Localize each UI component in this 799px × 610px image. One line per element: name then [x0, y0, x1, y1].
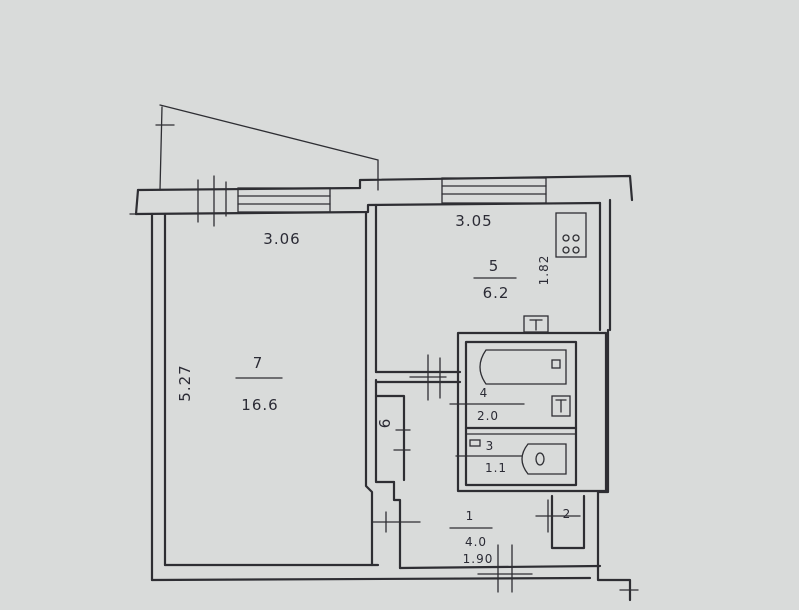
room7-area: 16.6 — [241, 396, 278, 414]
window-right — [441, 177, 547, 204]
stove-icon — [555, 212, 587, 258]
room3-area: 1.1 — [485, 461, 507, 475]
closet-6 — [374, 394, 411, 482]
interior-wall-room7 — [364, 203, 462, 567]
room1-number: 1 — [466, 509, 475, 523]
dim-room7-depth: 5.27 — [176, 364, 194, 401]
sink-icon — [551, 395, 571, 417]
window-left — [237, 187, 331, 213]
bathtub-icon — [479, 349, 567, 385]
room1-area: 4.0 — [465, 535, 487, 549]
room4-area: 2.0 — [477, 409, 499, 423]
bath-block — [456, 331, 608, 493]
room4-number: 4 — [480, 386, 489, 400]
hall-walls — [371, 480, 421, 570]
kitchen-sink-icon — [523, 315, 549, 333]
room3-number: 3 — [486, 439, 495, 453]
room5-area: 6.2 — [483, 284, 510, 302]
room7-number: 7 — [253, 354, 264, 372]
dim-room5-depth: 1.82 — [537, 255, 551, 286]
room5-number: 5 — [489, 257, 500, 275]
toilet-icon — [469, 439, 567, 475]
closet-2 — [535, 494, 586, 550]
outer-walls — [129, 174, 639, 602]
closet2-label: 2 — [563, 507, 572, 521]
dim-hall-width: 1.90 — [463, 552, 494, 566]
entrance — [477, 544, 533, 593]
dim-room5-width: 3.05 — [455, 212, 492, 230]
closet6-label: 6 — [376, 418, 394, 429]
balcony — [155, 104, 379, 191]
wall-ticks — [197, 175, 227, 227]
dim-room7-width: 3.06 — [263, 230, 300, 248]
